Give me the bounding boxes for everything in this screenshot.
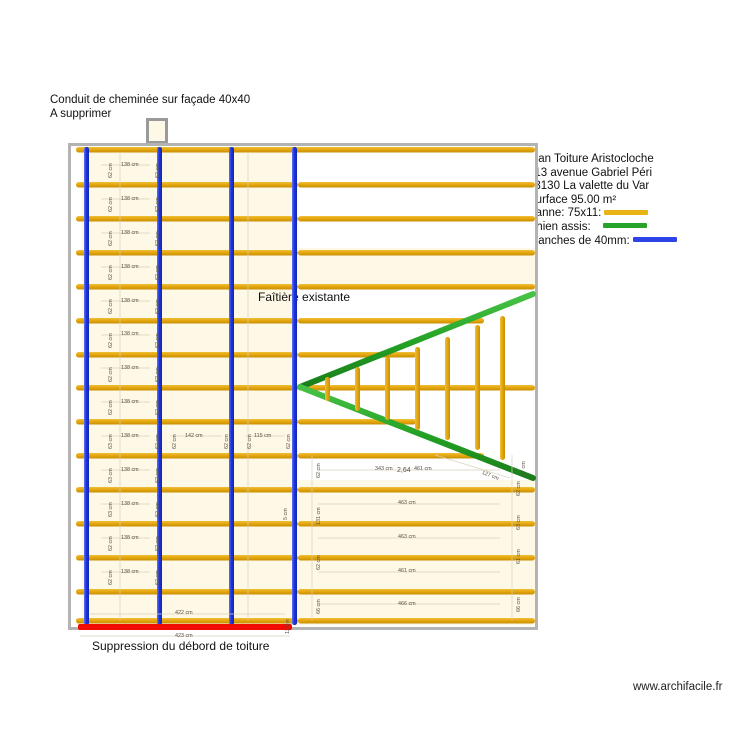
dim-overhang-depth: 12 cm	[285, 619, 291, 634]
dim-small-5cm: 5 cm	[283, 508, 289, 520]
dim-gap-7: 62 cm	[108, 400, 114, 415]
legend-label-panne: Panne: 75x11:	[528, 207, 602, 220]
dim-row-1: 138 cm	[121, 196, 139, 202]
dim-overall-length: 423 cm	[175, 633, 193, 639]
dim-gap-r-9: 62 cm	[155, 468, 161, 483]
dim-gap-r-11: 62 cm	[155, 536, 161, 551]
dim-row-7: 138 cm	[121, 399, 139, 405]
site-url: www.archifacile.fr	[633, 681, 723, 693]
dim-gap-r-2: 62 cm	[155, 231, 161, 246]
dim-edge-3: 66 cm	[516, 597, 522, 612]
dim-row-11: 138 cm	[121, 535, 139, 541]
ridge-label: Faîtière existante	[258, 290, 351, 304]
dim-right-v-3: 66 cm	[316, 599, 322, 614]
dim-gap-r-6: 62 cm	[155, 367, 161, 382]
dim-edge-0: 62 cm	[516, 481, 522, 496]
chimney-shape	[146, 118, 168, 144]
dim-row-4: 138 cm	[121, 298, 139, 304]
dim-gap-r-0: 62 cm	[155, 163, 161, 178]
roof-fill-upper-right	[298, 248, 535, 288]
dim-right-v-2: 62 cm	[316, 555, 322, 570]
dim-gap-r-5: 62 cm	[155, 333, 161, 348]
dim-gap-r-1: 62 cm	[155, 197, 161, 212]
chimney-note: Conduit de cheminée sur façade 40x40 A s…	[50, 94, 251, 120]
roof-fill-lower-right	[298, 480, 535, 625]
legend-swatch-panne	[604, 209, 649, 215]
dim-overhang-length: 422 cm	[175, 610, 193, 616]
dim-gap-11: 62 cm	[108, 536, 114, 551]
dim-gap-12: 62 cm	[108, 570, 114, 585]
dim-gap-5: 62 cm	[108, 333, 114, 348]
legend-item-panne: Panne: 75x11:	[528, 207, 677, 221]
legend: Plan Toiture Aristocloche 313 avenue Gab…	[528, 153, 677, 248]
dim-row-2: 138 cm	[121, 230, 139, 236]
dim-row-9: 138 cm	[121, 467, 139, 473]
dim-row-6: 138 cm	[121, 365, 139, 371]
dim-right-bay: 115 cm	[254, 433, 272, 439]
dim-right-row-scale: 2,64	[397, 467, 411, 474]
dim-right-right-gap: 62 cm	[286, 434, 292, 449]
legend-swatch-chien-assis	[602, 223, 647, 229]
dim-gap-r-4: 62 cm	[155, 299, 161, 314]
dim-row-12: 138 cm	[121, 569, 139, 575]
legend-label-planches: Planches de 40mm:	[528, 234, 630, 247]
dim-gap-r-7: 62 cm	[155, 400, 161, 415]
dim-right-row-4: 461 cm	[398, 568, 416, 574]
dim-right-row-0: 343 cm	[375, 466, 393, 472]
dim-gap-0: 62 cm	[108, 163, 114, 178]
dim-mid-bay: 142 cm	[185, 433, 203, 439]
legend-city: 83130 La valette du Var	[528, 180, 650, 193]
dim-gap-4: 62 cm	[108, 299, 114, 314]
dim-right-v-0: 62 cm	[316, 463, 322, 478]
dim-right-v-1: 131 cm	[316, 507, 322, 525]
dim-edge-2: 61 cm	[516, 549, 522, 564]
dim-slope-right: 57 cm	[521, 461, 527, 476]
dim-gap-r-8: 62 cm	[155, 434, 161, 449]
dim-gap-10: 63 cm	[108, 502, 114, 517]
dim-row-5: 138 cm	[121, 331, 139, 337]
legend-surface: Surface 95.00 m²	[528, 193, 617, 206]
dim-right-row-2: 463 cm	[398, 500, 416, 506]
dim-row-0: 138 cm	[121, 162, 139, 168]
legend-label-chien-assis: Chien assis:	[528, 220, 591, 233]
dim-gap-r-10: 62 cm	[155, 502, 161, 517]
dim-gap-1: 62 cm	[108, 197, 114, 212]
legend-swatch-planches	[632, 237, 677, 243]
dim-row-10: 138 cm	[121, 501, 139, 507]
legend-title: Plan Toiture Aristocloche	[528, 153, 654, 165]
legend-item-chien-assis: Chien assis:	[528, 221, 677, 235]
dim-right-row-1: 461 cm	[414, 466, 432, 472]
roof-fill-left	[82, 147, 298, 625]
dim-gap-6: 62 cm	[108, 367, 114, 382]
dim-gap-r-3: 62 cm	[155, 265, 161, 280]
bottom-note: Suppression du débord de toiture	[92, 639, 270, 653]
legend-address: 313 avenue Gabriel Péri	[528, 166, 653, 179]
dim-right-left-gap: 62 cm	[247, 434, 253, 449]
dim-gap-8: 63 cm	[108, 434, 114, 449]
dim-mid-right-gap: 62 cm	[224, 434, 230, 449]
legend-item-planches: Planches de 40mm:	[528, 235, 677, 249]
dim-gap-9: 63 cm	[108, 468, 114, 483]
dim-mid-left-gap: 62 cm	[172, 434, 178, 449]
dim-row-3: 138 cm	[121, 264, 139, 270]
dim-right-row-3: 463 cm	[398, 534, 416, 540]
dim-row-8: 138 cm	[121, 433, 139, 439]
dim-right-row-5: 466 cm	[398, 601, 416, 607]
dim-edge-1: 63 cm	[516, 515, 522, 530]
dim-gap-2: 62 cm	[108, 231, 114, 246]
dim-gap-3: 62 cm	[108, 265, 114, 280]
dim-gap-r-12: 62 cm	[155, 570, 161, 585]
